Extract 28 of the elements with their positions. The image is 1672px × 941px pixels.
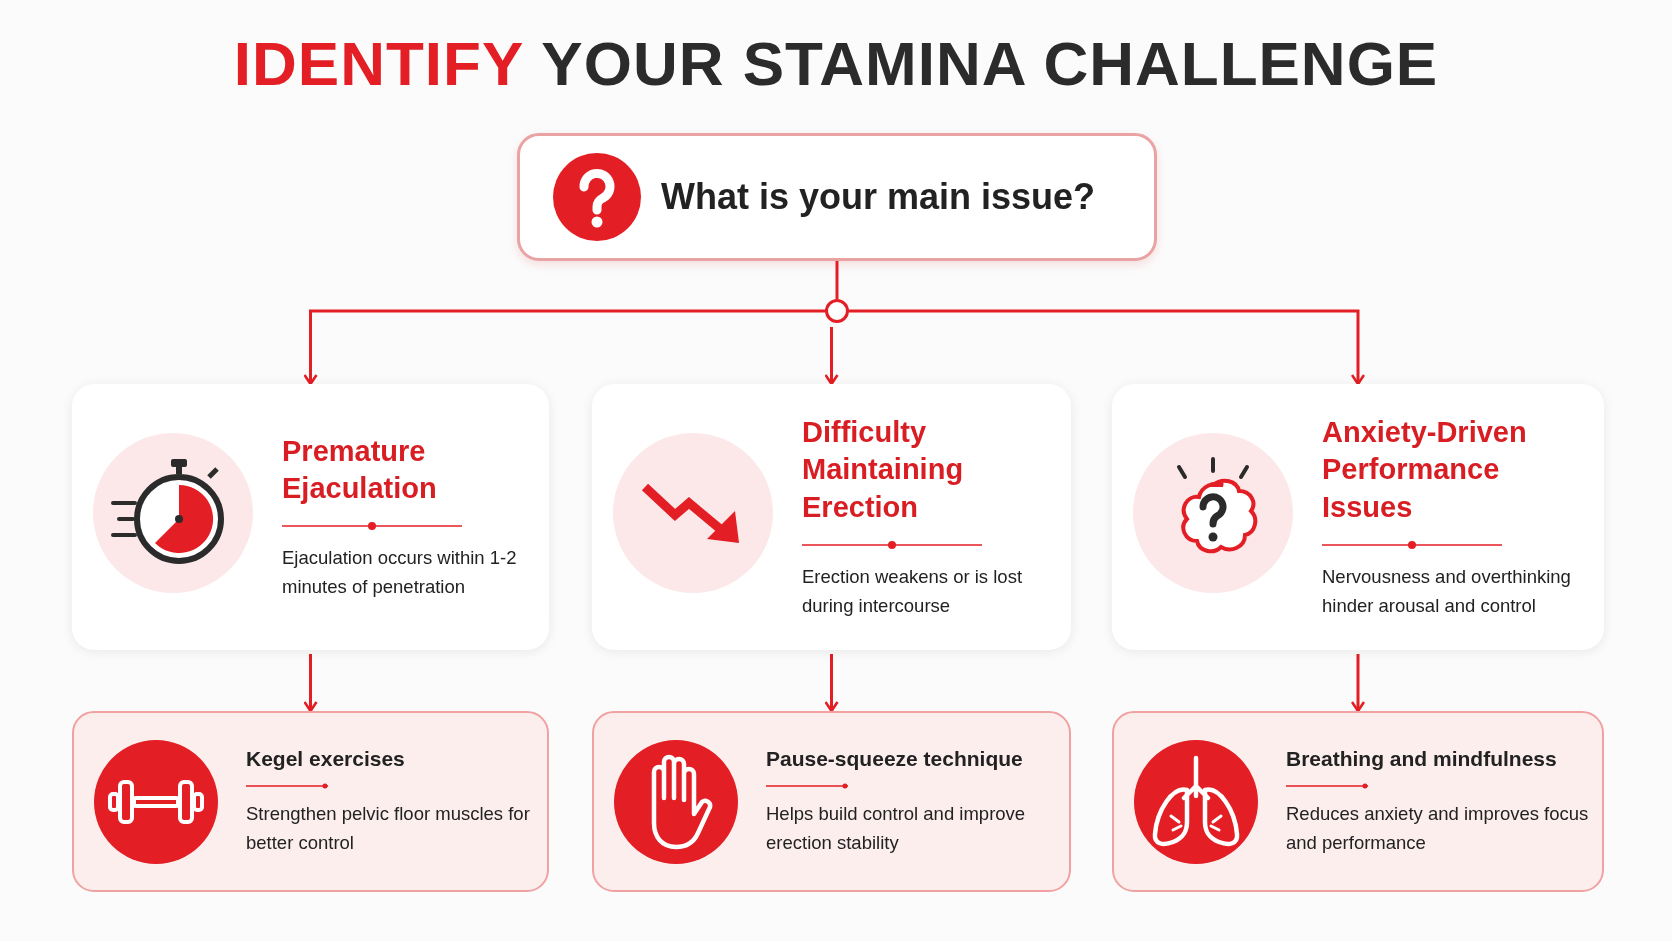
arrow: [849, 309, 1366, 386]
card-description: Reduces anxiety and improves focus and performance: [1286, 802, 1590, 856]
question-box: [517, 133, 1157, 261]
arrow: [303, 309, 825, 386]
remedy-card: [1112, 711, 1604, 892]
card-heading: Premature Ejaculation: [282, 433, 438, 507]
card-heading: Breathing and mindfulness: [1286, 746, 1558, 773]
card-description: Strengthen pelvic floor muscles for better control: [246, 802, 531, 856]
card-description: Helps build control and improve erection stability: [766, 802, 1027, 856]
card-heading: Pause-squeeze technique: [766, 746, 1024, 773]
card-heading: Kegel exercises: [246, 746, 406, 773]
arrow: [303, 654, 318, 713]
circle-shape: [825, 299, 849, 323]
card-heading: Difficulty Maintaining Erection: [802, 414, 965, 526]
card-description: Ejaculation occurs within 1-2 minutes of penetration: [282, 546, 518, 599]
issue-card: [1112, 384, 1604, 650]
arrow: [1350, 654, 1366, 713]
arrow: [824, 654, 839, 713]
question-text: What is your main issue?: [661, 176, 1096, 218]
issue-card: [592, 384, 1071, 650]
issue-card: [72, 384, 549, 650]
arrow: [824, 327, 839, 386]
card-heading: Anxiety-Driven Performance Issues: [1322, 414, 1528, 526]
remedy-card: [592, 711, 1071, 892]
card-description: Erection weakens or is lost during intercourse: [802, 564, 1024, 618]
title: IDENTIFY YOUR STAMINA CHALLENGE: [232, 28, 1440, 99]
remedy-card: [72, 711, 549, 892]
card-description: Nervousness and overthinking hinder arousal and control: [1322, 564, 1572, 618]
